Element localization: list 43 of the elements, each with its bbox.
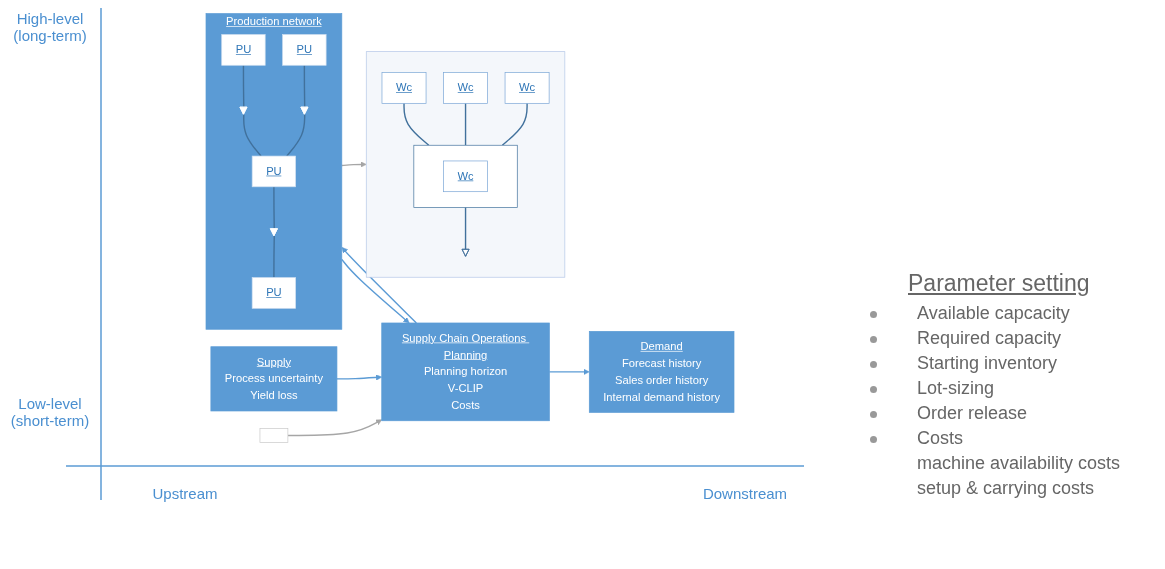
connector: [243, 113, 262, 157]
connector: [501, 102, 528, 146]
connector: [403, 102, 430, 146]
arrow: [341, 161, 367, 168]
node-box: Wc: [443, 72, 488, 104]
axis-label: Downstream: [701, 485, 789, 502]
list-heading: Parameter setting: [908, 270, 1091, 297]
axis-label: Low-level (short-term): [9, 395, 91, 429]
list-item: Order release: [870, 401, 1121, 426]
node-box: Wc: [381, 72, 427, 104]
node-box: [259, 428, 289, 443]
arrow: [341, 258, 410, 324]
arrow: [341, 247, 418, 324]
list-item: Required capacity: [870, 326, 1121, 351]
list-item: Costs: [870, 426, 1121, 451]
node-box: Demand Forecast history Sales order history Internal demand history: [588, 331, 735, 413]
node-box: Wc: [443, 160, 488, 193]
node-box: PU: [282, 34, 327, 66]
axis-label: Upstream: [151, 485, 219, 502]
arrow: [336, 374, 382, 381]
connector: [273, 186, 275, 230]
connector: [464, 206, 467, 250]
list-item: Starting inventory: [870, 351, 1121, 376]
axis-label: High-level (long-term): [12, 10, 88, 44]
node-box: Supply Chain Operations Planning Planning horizon V-CLIP Costs: [381, 322, 550, 422]
arrow: [287, 419, 382, 437]
cluster: [413, 144, 518, 208]
arrow: [548, 368, 590, 375]
node-box: PU: [251, 155, 296, 188]
connector: [286, 113, 306, 157]
node-box: PU: [251, 277, 296, 309]
node-box: PU: [221, 34, 266, 66]
list-item: Available capcacity: [870, 301, 1121, 326]
cluster: [365, 51, 566, 278]
connector: [303, 64, 306, 109]
node-box: Wc: [504, 72, 550, 104]
connector: [242, 64, 245, 109]
connector: [464, 102, 467, 146]
node-box: Supply Process uncertainty Yield loss: [210, 346, 338, 412]
connector: [273, 235, 275, 279]
list-item: Lot-sizing: [870, 376, 1121, 401]
list-subitem: machine availability costs: [917, 452, 1121, 475]
list-subitem: setup & carrying costs: [917, 477, 1096, 500]
